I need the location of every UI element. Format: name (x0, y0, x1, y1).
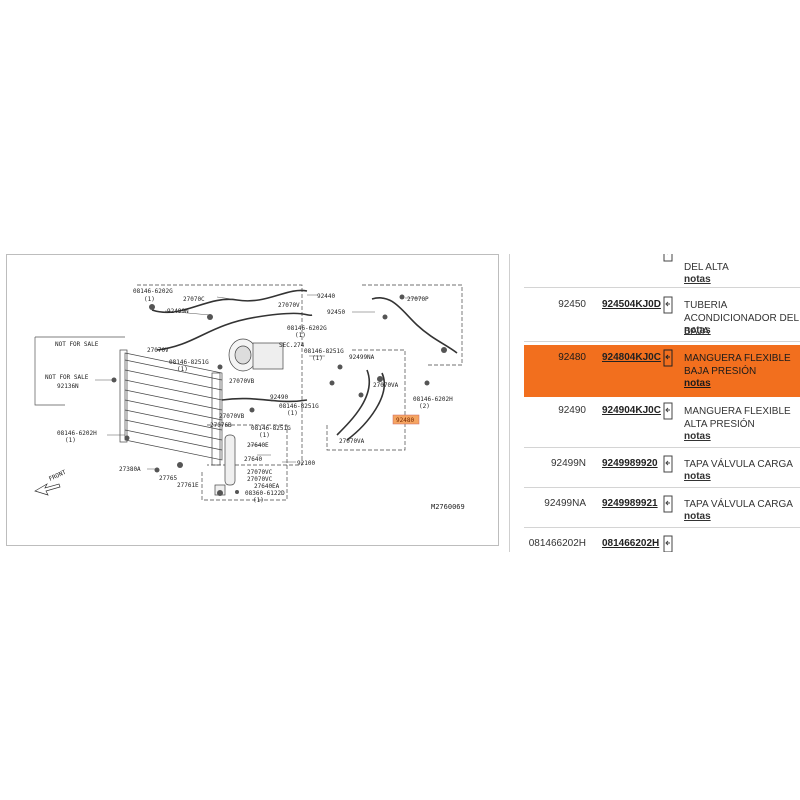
reference-number: 92450 (558, 299, 586, 310)
notes-link[interactable]: notas (684, 511, 711, 522)
part-label: 27380A (119, 466, 141, 473)
part-label: 27640E (247, 442, 269, 449)
part-label: 27070VA (339, 438, 365, 445)
front-arrow-icon (34, 483, 61, 496)
not-for-sale-label: NOT FOR SALE (45, 374, 89, 381)
bolt-label: 08146-6202G (287, 325, 327, 332)
part-description: MANGUERA FLEXIBLE ALTA PRESIÓN (684, 406, 791, 430)
part-label: 27076B (210, 422, 232, 429)
bolt-label: 08146-8251G (304, 348, 344, 355)
selected-row-background (524, 345, 800, 397)
qty-label: (1) (295, 332, 306, 339)
part-number-link[interactable]: 9249989921 (602, 498, 658, 509)
bolt-label: 08146-6202H (413, 396, 453, 403)
reference-number: 92499N (550, 458, 586, 469)
row-divider (524, 527, 800, 528)
row-divider (524, 287, 800, 288)
part-label: 27070VA (373, 382, 399, 389)
bolt-label: 08360-6122D (245, 490, 285, 497)
qty-label: (1) (259, 432, 270, 439)
add-to-cart-icon[interactable] (661, 402, 675, 423)
part-number-link[interactable]: 9249989920 (602, 458, 658, 469)
part-label: 27070VC (247, 476, 273, 483)
part-label: 27765 (159, 475, 177, 482)
add-to-cart-icon[interactable] (661, 254, 675, 265)
part-label: 92499NA (349, 354, 375, 361)
add-to-cart-icon[interactable] (661, 349, 675, 370)
add-to-cart-icon[interactable] (661, 535, 675, 552)
parts-list: DEL ALTA notas 92450 924504KJ0D TUBERIA … (509, 254, 800, 552)
part-label: 27070C (183, 296, 205, 303)
qty-label: (1) (287, 410, 298, 417)
part-label: 92100 (297, 460, 315, 467)
table-row: DEL ALTA notas (524, 254, 800, 288)
row-divider (524, 447, 800, 448)
part-description: TAPA VÁLVULA CARGA (684, 499, 793, 510)
add-to-cart-icon[interactable] (661, 495, 675, 516)
qty-label: (1) (177, 366, 188, 373)
front-label: FRONT (48, 469, 68, 483)
part-description: TAPA VÁLVULA CARGA (684, 459, 793, 470)
part-label: 27070VB (229, 378, 255, 385)
qty-label: (1) (65, 437, 76, 444)
part-label: 92440 (317, 293, 335, 300)
parts-diagram[interactable]: 08146-6202G (1) 27070C 92440 27070V 9249… (6, 254, 499, 546)
part-label: 92450 (327, 309, 345, 316)
part-label: 27070V (278, 302, 300, 309)
part-description: DEL ALTA (684, 262, 729, 273)
add-to-cart-icon[interactable] (661, 455, 675, 476)
part-label: 92480 (396, 417, 414, 424)
qty-label: (1) (144, 296, 155, 303)
part-number-link[interactable]: 924904KJ0C (602, 405, 661, 416)
section-label: SEC.274 (279, 342, 305, 349)
bolt-label: 08146-8251G (251, 425, 291, 432)
qty-label: (1) (312, 355, 323, 362)
reference-number: 92480 (558, 352, 586, 363)
notes-link[interactable]: notas (684, 378, 711, 389)
part-label: 27761E (177, 482, 199, 489)
qty-label: (1) (253, 497, 264, 504)
bolt-label: 08146-8251G (279, 403, 319, 410)
notes-link[interactable]: notas (684, 274, 711, 285)
part-description: TUBERIA ACONDICIONADOR DEL BAJA (684, 300, 799, 337)
part-number-link[interactable]: 924504KJ0D (602, 299, 661, 310)
part-label: 27640 (244, 456, 262, 463)
part-description: MANGUERA FLEXIBLE BAJA PRESIÓN (684, 353, 791, 377)
part-label: 27070V (147, 347, 169, 354)
part-number-link[interactable]: 081466202H (602, 538, 660, 549)
part-label: 27070VB (219, 413, 245, 420)
part-label: 27070VC (247, 469, 273, 476)
part-label: 92490 (270, 394, 288, 401)
part-label: 92136N (57, 383, 79, 390)
notes-link[interactable]: notas (684, 325, 711, 336)
part-number-link[interactable]: 924804KJ0C (602, 352, 661, 363)
bolt-label: 08146-8251G (169, 359, 209, 366)
part-label: 27640EA (254, 483, 280, 490)
notes-link[interactable]: notas (684, 471, 711, 482)
diagram-drawing: 08146-6202G (1) 27070C 92440 27070V 9249… (34, 284, 465, 511)
reference-number: 081466202H (528, 538, 586, 549)
reference-number: 92490 (558, 405, 586, 416)
part-label: 27070P (407, 296, 429, 303)
row-divider (524, 341, 800, 342)
bolt-label: 08146-6202G (133, 288, 173, 295)
bolt-label: 08146-6202H (57, 430, 97, 437)
notes-link[interactable]: notas (684, 431, 711, 442)
part-label: 92499N (167, 308, 189, 315)
reference-number: 92499NA (544, 498, 586, 509)
add-to-cart-icon[interactable] (661, 296, 675, 317)
not-for-sale-label: NOT FOR SALE (55, 341, 99, 348)
qty-label: (2) (419, 403, 430, 410)
row-divider (524, 487, 800, 488)
diagram-code: M2760069 (431, 503, 465, 511)
